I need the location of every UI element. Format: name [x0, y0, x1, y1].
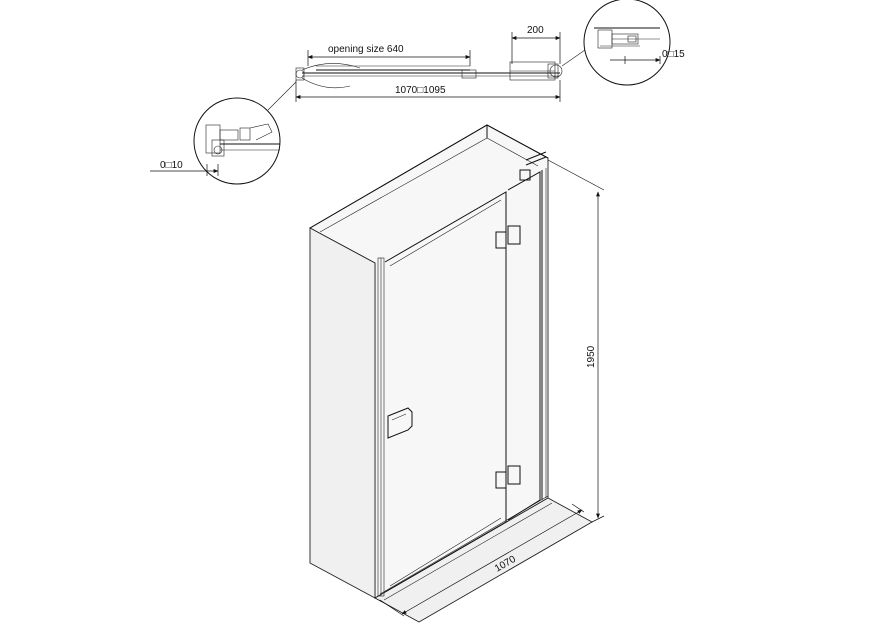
height-label: 1950 — [586, 345, 597, 368]
detail-callout-left: 0□10 — [150, 97, 281, 185]
width-range-label: 1070□1095 — [395, 85, 446, 96]
hinge-icon — [495, 225, 521, 249]
detail-callout-right-marker — [549, 64, 563, 78]
left-wall — [309, 227, 376, 599]
plan-view: opening size 640 1070□1095 200 — [267, 25, 586, 111]
handle-icon — [387, 407, 413, 439]
adjust-left-label: 0□10 — [160, 160, 183, 171]
detail-callout-right: 0□15 — [583, 0, 685, 86]
wall-offset-label: 200 — [527, 25, 544, 36]
detail-callout-left-marker — [295, 69, 305, 79]
wall-profile-icon — [205, 123, 280, 157]
wall-profile-icon — [594, 27, 660, 49]
opening-size-label: opening size 640 — [328, 44, 404, 55]
isometric-view: 1950 1070 — [309, 124, 605, 623]
adjust-right-label: 0□15 — [662, 49, 685, 60]
hinge-icon — [495, 465, 521, 489]
wall-clamp-icon — [519, 151, 547, 181]
